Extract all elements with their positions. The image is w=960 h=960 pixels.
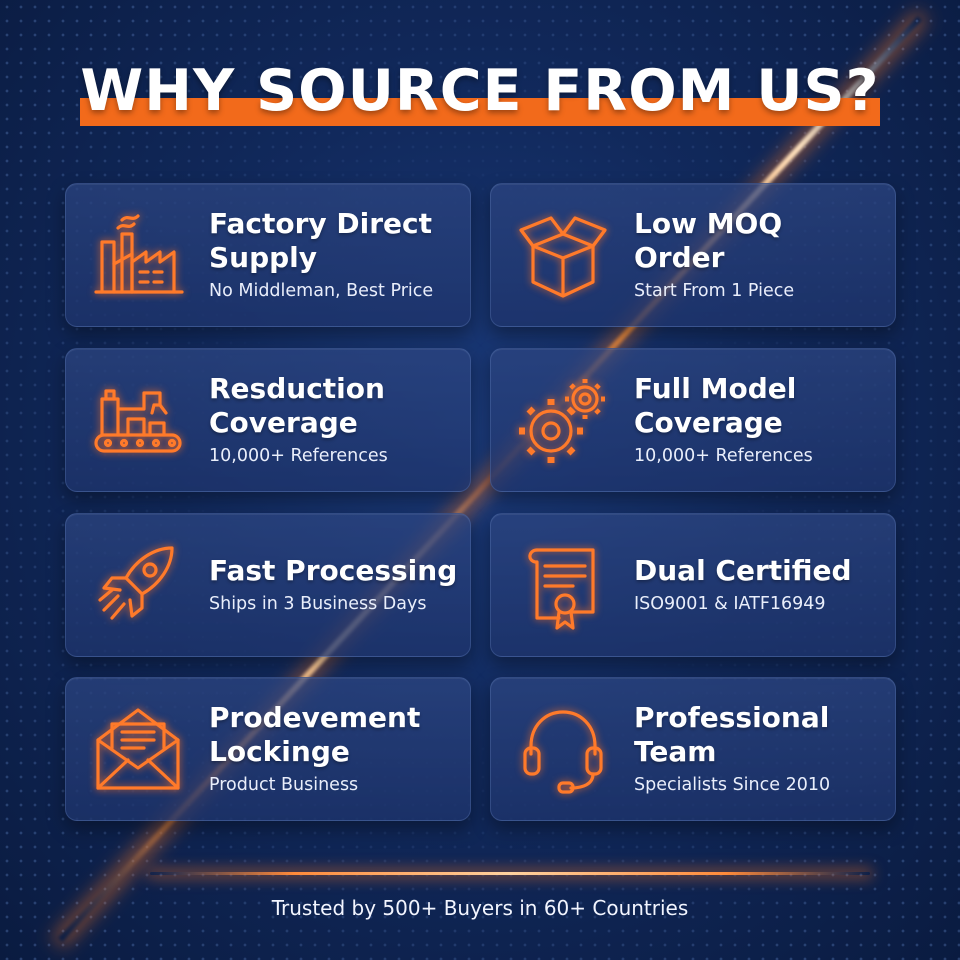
title-container: WHY SOURCE FROM US?	[0, 58, 960, 124]
card-subtext: ISO9001 & IATF16949	[634, 594, 826, 614]
feature-card-fast-processing: Fast Processing Ships in 3 Business Days	[65, 513, 471, 657]
title-underline-bar	[80, 98, 880, 126]
box-icon	[519, 216, 607, 298]
feature-card-low-moq: Low MOQ Order Start From 1 Piece	[490, 183, 896, 327]
gears-icon	[519, 379, 605, 463]
envelope-icon	[96, 708, 180, 790]
card-subtext: No Middleman, Best Price	[209, 281, 434, 301]
card-heading: Dual Certified	[634, 554, 852, 587]
card-heading: Factory Direct Supply	[209, 207, 433, 274]
trust-footer: Trusted by 500+ Buyers in 60+ Countries	[271, 896, 689, 920]
card-subtext: 10,000+ References	[634, 446, 813, 466]
card-heading: Resduction Coverage	[209, 372, 385, 439]
card-heading: Full Model Coverage	[634, 372, 797, 439]
card-heading: Professional Team	[634, 701, 830, 768]
rocket-icon	[98, 546, 174, 620]
feature-card-dual-certified: Dual Certified ISO9001 & IATF16949	[490, 513, 896, 657]
card-heading: Prodevement Lockinge	[209, 701, 421, 768]
card-subtext: Ships in 3 Business Days	[209, 594, 427, 614]
feature-card-factory-direct: Factory Direct Supply No Middleman, Best…	[65, 183, 471, 327]
card-subtext: 10,000+ References	[209, 446, 388, 466]
certificate-icon	[528, 548, 595, 630]
production-line-icon	[94, 389, 182, 453]
feature-card-professional-team: Professional Team Specialists Since 2010	[490, 677, 896, 821]
page-title: WHY SOURCE FROM US?	[80, 58, 880, 124]
card-subtext: Specialists Since 2010	[634, 775, 831, 795]
card-heading: Low MOQ Order	[634, 207, 783, 274]
feature-card-full-model-coverage: Full Model Coverage 10,000+ References	[490, 348, 896, 492]
feature-card-prodevement-lockinge: Prodevement Lockinge Product Business	[65, 677, 471, 821]
headset-icon	[523, 710, 603, 794]
card-heading: Fast Processing	[209, 554, 458, 587]
card-subtext: Product Business	[209, 775, 359, 795]
card-subtext: Start From 1 Piece	[634, 281, 795, 301]
factory-icon	[94, 214, 184, 294]
glow-divider	[150, 872, 870, 875]
feature-card-resduction-coverage: Resduction Coverage 10,000+ References	[65, 348, 471, 492]
